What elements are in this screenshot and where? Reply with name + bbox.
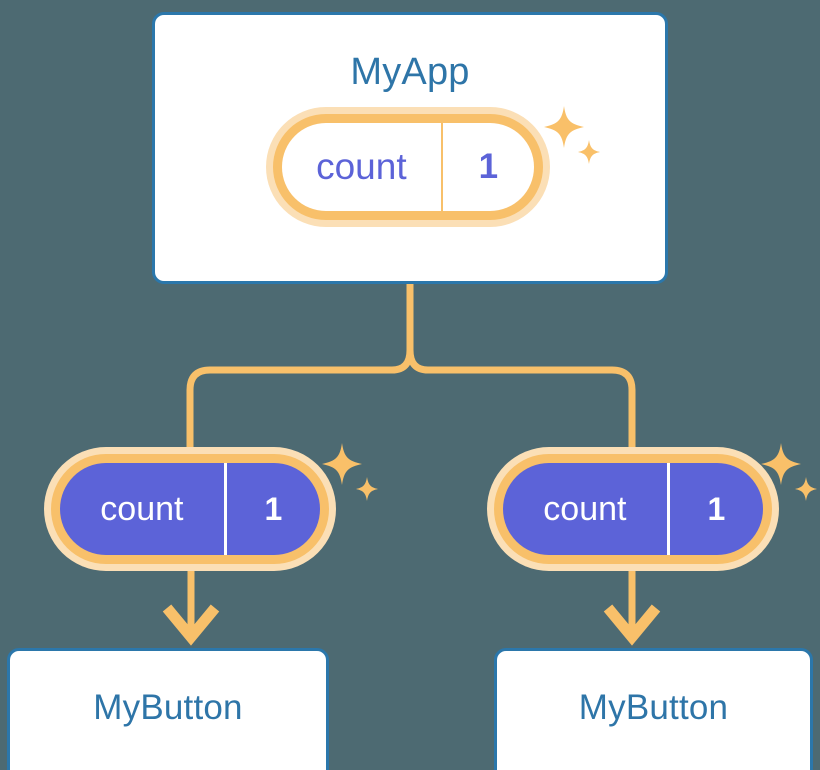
state-pill-left[interactable]: count 1 bbox=[44, 447, 336, 571]
state-value: 1 bbox=[264, 490, 283, 527]
mybutton-card-left[interactable]: MyButton bbox=[7, 648, 329, 770]
state-value: 1 bbox=[478, 147, 499, 186]
mybutton-label: MyButton bbox=[93, 688, 243, 727]
connector-branch-left bbox=[186, 349, 414, 452]
mybutton-label: MyButton bbox=[578, 688, 729, 727]
state-pill-myapp[interactable]: count 1 bbox=[266, 107, 550, 227]
state-name: count bbox=[60, 463, 227, 555]
arrow-down-icon-left-head bbox=[162, 604, 220, 646]
state-pill-right[interactable]: count 1 bbox=[487, 447, 779, 571]
myapp-title: MyApp bbox=[350, 51, 470, 93]
arrow-down-icon-right-head bbox=[603, 604, 661, 646]
state-name: count bbox=[282, 123, 443, 211]
connector-branch-right bbox=[406, 349, 636, 452]
mybutton-card-right[interactable]: MyButton bbox=[494, 648, 813, 770]
state-pill-body: count 1 bbox=[503, 463, 763, 555]
state-name: count bbox=[503, 463, 670, 555]
state-pill-body: count 1 bbox=[60, 463, 320, 555]
state-value: 1 bbox=[707, 490, 726, 527]
state-pill-body: count 1 bbox=[282, 123, 534, 211]
